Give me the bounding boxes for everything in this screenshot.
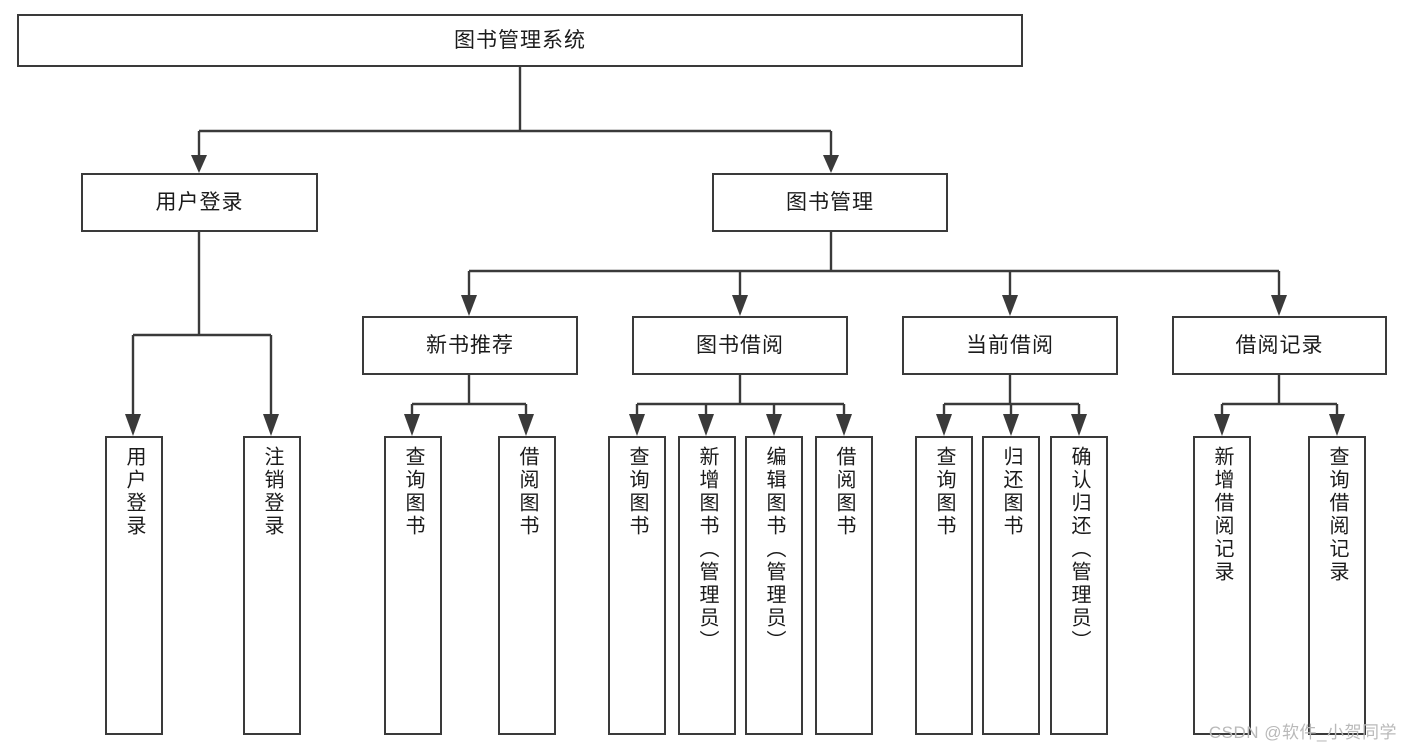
node-current-borrow-label: 当前借阅 — [966, 333, 1054, 357]
node-leaf-logout-login-label: 注销登录 — [261, 446, 283, 538]
node-leaf-borrow-book-1[interactable]: 借阅图书 — [498, 436, 556, 735]
node-new-book-recommend-label: 新书推荐 — [426, 333, 514, 357]
node-leaf-borrow-book-2-label: 借阅图书 — [833, 446, 855, 538]
arrow-leaf-confirm-return — [1071, 414, 1087, 436]
node-root-label: 图书管理系统 — [454, 28, 586, 52]
node-book-borrow-label: 图书借阅 — [696, 333, 784, 357]
arrow-leaf-add-record — [1214, 414, 1230, 436]
node-user-login-label: 用户登录 — [155, 190, 244, 214]
node-leaf-add-book-label: 新增图书（管理员） — [696, 446, 718, 653]
node-leaf-query-book-1[interactable]: 查询图书 — [384, 436, 442, 735]
node-leaf-add-record[interactable]: 新增借阅记录 — [1193, 436, 1251, 735]
node-leaf-query-record-label: 查询借阅记录 — [1326, 446, 1348, 584]
node-leaf-user-login-label: 用户登录 — [123, 446, 145, 538]
node-leaf-add-record-label: 新增借阅记录 — [1211, 446, 1233, 584]
arrow-current-borrow — [1002, 295, 1018, 316]
node-new-book-recommend[interactable]: 新书推荐 — [362, 316, 578, 375]
node-leaf-confirm-return[interactable]: 确认归还（管理员） — [1050, 436, 1108, 735]
arrow-leaf-edit-book — [766, 414, 782, 436]
node-leaf-query-book-3[interactable]: 查询图书 — [915, 436, 973, 735]
arrow-book-borrow — [732, 295, 748, 316]
node-leaf-query-record[interactable]: 查询借阅记录 — [1308, 436, 1366, 735]
node-leaf-return-book[interactable]: 归还图书 — [982, 436, 1040, 735]
node-leaf-add-book[interactable]: 新增图书（管理员） — [678, 436, 736, 735]
arrow-leaf-user-login — [125, 414, 141, 436]
node-leaf-edit-book-label: 编辑图书（管理员） — [763, 446, 785, 653]
arrow-book-manage — [823, 155, 839, 173]
node-borrow-record-label: 借阅记录 — [1235, 333, 1324, 357]
node-leaf-confirm-return-label: 确认归还（管理员） — [1068, 446, 1090, 653]
node-borrow-record[interactable]: 借阅记录 — [1172, 316, 1387, 375]
arrow-leaf-borrow-book-1 — [518, 414, 534, 436]
node-leaf-borrow-book-1-label: 借阅图书 — [516, 446, 538, 538]
node-book-manage-label: 图书管理 — [786, 190, 874, 214]
node-leaf-query-book-2[interactable]: 查询图书 — [608, 436, 666, 735]
watermark: CSDN @软件_小贺同学 — [1208, 723, 1397, 742]
node-leaf-logout-login[interactable]: 注销登录 — [243, 436, 301, 735]
arrow-leaf-borrow-book-2 — [836, 414, 852, 436]
node-leaf-user-login[interactable]: 用户登录 — [105, 436, 163, 735]
node-leaf-edit-book[interactable]: 编辑图书（管理员） — [745, 436, 803, 735]
node-root[interactable]: 图书管理系统 — [17, 14, 1023, 67]
node-leaf-query-book-3-label: 查询图书 — [933, 446, 955, 538]
arrow-user-login — [191, 155, 207, 173]
arrow-leaf-return-book — [1003, 414, 1019, 436]
arrow-new-book-recommend — [461, 295, 477, 316]
arrow-leaf-logout-login — [263, 414, 279, 436]
arrow-borrow-record — [1271, 295, 1287, 316]
arrow-leaf-query-book-1 — [404, 414, 420, 436]
arrow-leaf-query-record — [1329, 414, 1345, 436]
arrow-leaf-query-book-3 — [936, 414, 952, 436]
arrow-leaf-add-book — [698, 414, 714, 436]
node-leaf-query-book-1-label: 查询图书 — [402, 446, 424, 538]
node-current-borrow[interactable]: 当前借阅 — [902, 316, 1118, 375]
node-book-borrow[interactable]: 图书借阅 — [632, 316, 848, 375]
node-book-manage[interactable]: 图书管理 — [712, 173, 948, 232]
node-leaf-query-book-2-label: 查询图书 — [626, 446, 648, 538]
node-leaf-return-book-label: 归还图书 — [1000, 446, 1022, 538]
node-user-login[interactable]: 用户登录 — [81, 173, 318, 232]
arrow-leaf-query-book-2 — [629, 414, 645, 436]
node-leaf-borrow-book-2[interactable]: 借阅图书 — [815, 436, 873, 735]
